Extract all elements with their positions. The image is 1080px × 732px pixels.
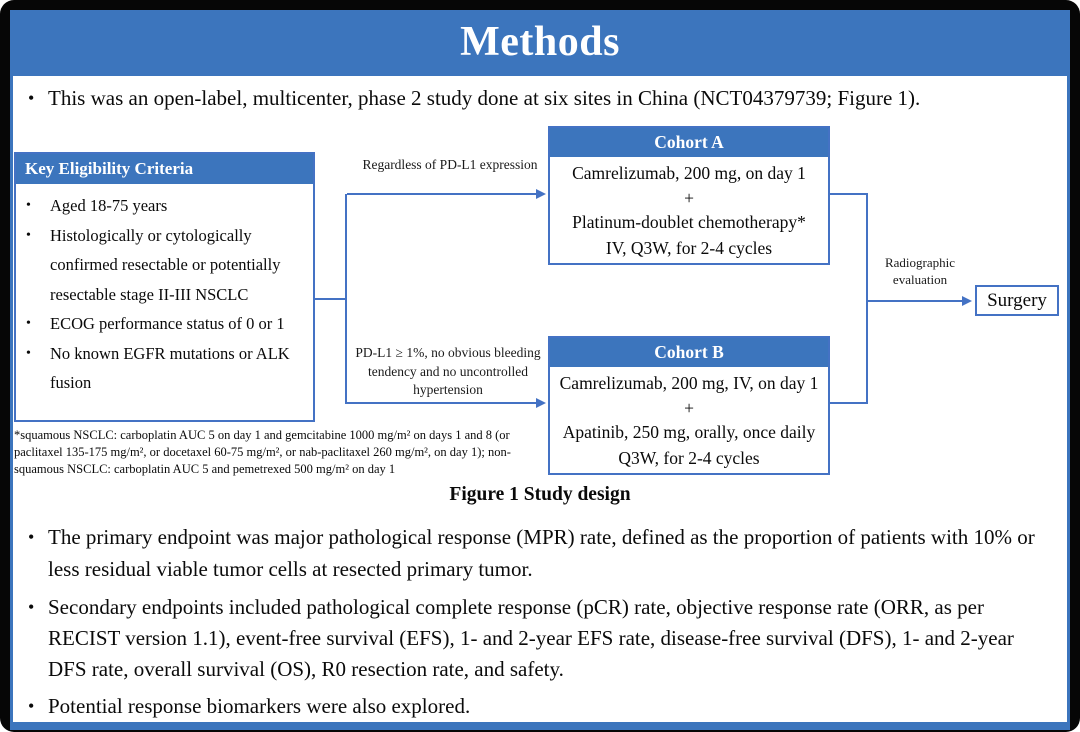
bullet-marker: • — [28, 88, 35, 108]
connector-surgery-line — [868, 300, 963, 302]
bullet-marker: • — [26, 227, 31, 243]
eligibility-item-text: Histologically or cytologically confirme… — [50, 225, 281, 304]
primary-endpoint-bullet: • The primary endpoint was major patholo… — [28, 521, 1050, 585]
biomarkers-bullet: • Potential response biomarkers were als… — [28, 690, 1050, 722]
connector-cohort-b-line — [347, 402, 537, 404]
bullet-marker: • — [28, 696, 35, 716]
cohort-a-box: Cohort A Camrelizumab, 200 mg, on day 1 … — [548, 126, 830, 265]
eligibility-item-text: No known EGFR mutations or ALK fusion — [50, 343, 290, 393]
connector-eligibility-line — [315, 298, 346, 300]
eligibility-body: • Aged 18-75 years • Histologically or c… — [16, 184, 313, 398]
intro-bullet: • This was an open-label, multicenter, p… — [28, 82, 1048, 114]
surgery-label: Surgery — [987, 290, 1047, 311]
connector-cohort-b-out-line — [830, 402, 868, 404]
arrow-right-icon — [536, 398, 546, 408]
cohort-b-line: Camrelizumab, 200 mg, IV, on day 1 — [559, 373, 819, 393]
connector-right-vertical-line — [866, 193, 868, 404]
arrow-right-icon — [536, 189, 546, 199]
intro-bullet-text: This was an open-label, multicenter, pha… — [48, 86, 921, 110]
cohort-a-line: Platinum-doublet chemotherapy* — [572, 211, 806, 232]
cohort-b-line: Apatinib, 250 mg, orally, once daily — [562, 421, 816, 442]
bullet-marker: • — [26, 198, 31, 213]
figure-caption: Figure 1 Study design — [449, 484, 631, 505]
branch-b-label: PD-L1 ≥ 1%, no obvious bleeding tendency… — [355, 345, 541, 397]
eligibility-item-text: Aged 18-75 years — [50, 196, 168, 215]
plus-sign: + — [684, 397, 694, 418]
surgery-box: Surgery — [975, 285, 1059, 316]
cohort-a-body: Camrelizumab, 200 mg, on day 1 + Platinu… — [550, 157, 828, 262]
biomarkers-text: Potential response biomarkers were also … — [48, 694, 471, 718]
eligibility-item-text: ECOG performance status of 0 or 1 — [50, 314, 285, 333]
cohort-a-line: IV, Q3W, for 2-4 cycles — [605, 238, 773, 258]
connector-left-vertical-line — [345, 194, 347, 404]
cohort-a-header: Cohort A — [550, 128, 828, 157]
eligibility-header: Key Eligibility Criteria — [16, 154, 313, 184]
cohort-b-header: Cohort B — [550, 338, 828, 367]
arrow-right-icon — [962, 296, 972, 306]
eligibility-item: • ECOG performance status of 0 or 1 — [26, 309, 309, 339]
chemotherapy-footnote: *squamous NSCLC: carboplatin AUC 5 on da… — [14, 428, 511, 476]
eligibility-item: • Aged 18-75 years — [26, 191, 309, 221]
title-bar: Methods — [10, 10, 1070, 76]
connector-cohort-a-line — [347, 193, 537, 195]
cohort-a-line: Camrelizumab, 200 mg, on day 1 — [572, 163, 806, 183]
eligibility-item: • No known EGFR mutations or ALK fusion — [26, 339, 309, 398]
connector-cohort-a-out-line — [830, 193, 868, 195]
page-title: Methods — [460, 19, 620, 65]
plus-sign: + — [684, 187, 694, 208]
eligibility-box: Key Eligibility Criteria • Aged 18-75 ye… — [14, 152, 315, 422]
cohort-b-body: Camrelizumab, 200 mg, IV, on day 1 + Apa… — [550, 367, 828, 472]
bullet-marker: • — [28, 527, 35, 547]
bullet-marker: • — [26, 316, 31, 331]
bullet-marker: • — [26, 345, 31, 361]
eligibility-item: • Histologically or cytologically confir… — [26, 221, 309, 310]
bullet-marker: • — [28, 597, 35, 617]
radiographic-evaluation-label: Radiographic evaluation — [884, 255, 956, 287]
secondary-endpoint-text: Secondary endpoints included pathologica… — [48, 595, 1014, 681]
primary-endpoint-text: The primary endpoint was major pathologi… — [48, 525, 1035, 581]
cohort-b-line: Q3W, for 2-4 cycles — [618, 448, 760, 468]
cohort-b-box: Cohort B Camrelizumab, 200 mg, IV, on da… — [548, 336, 830, 475]
secondary-endpoint-bullet: • Secondary endpoints included pathologi… — [28, 592, 1050, 685]
branch-a-label: Regardless of PD-L1 expression — [362, 157, 538, 172]
